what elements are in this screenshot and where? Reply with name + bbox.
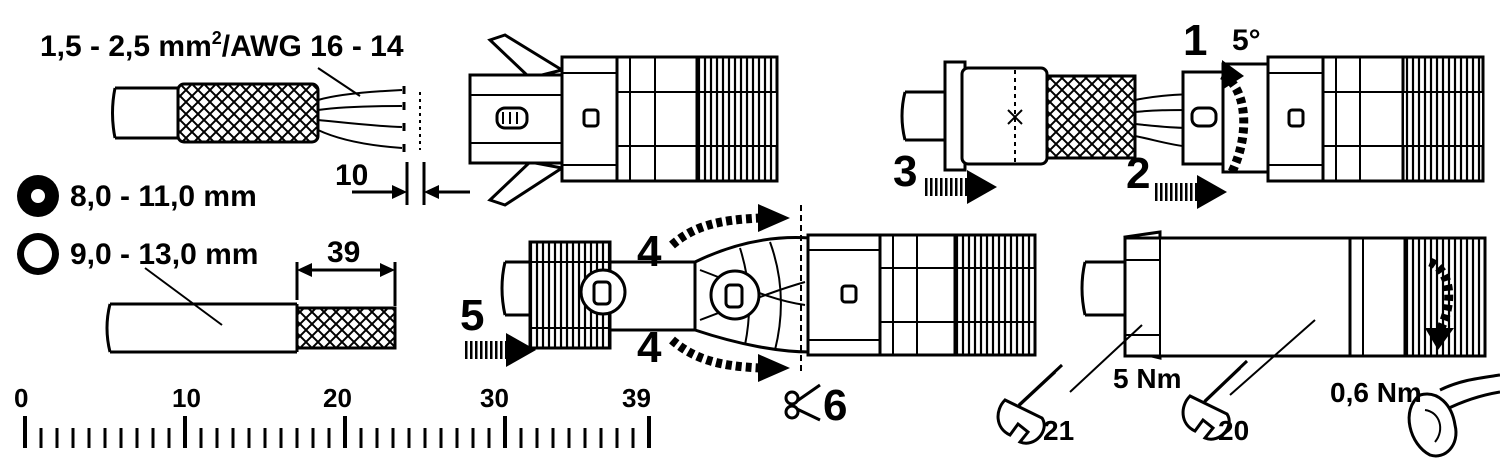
jacket-length-label: 39 [327, 236, 360, 269]
stripped-cable-illustration [111, 67, 421, 152]
wrench-21-icon [996, 363, 1064, 445]
wrench-21-label: 21 [1043, 415, 1074, 446]
seal-small-icon [17, 175, 59, 217]
step-4-bottom-label: 4 [637, 323, 662, 372]
step-2-label: 2 [1126, 149, 1150, 198]
tightening-illustration [1069, 230, 1487, 396]
ruler-label-0: 0 [14, 383, 28, 413]
step-4-top-label: 4 [637, 227, 662, 276]
step-1-label: 1 [1183, 16, 1207, 65]
insertion-step-illustration [900, 55, 1485, 209]
measurement-ruler [23, 416, 651, 448]
step-3-label: 3 [893, 147, 917, 196]
strip-length-label: 10 [335, 159, 368, 192]
torque-body-label: 5 Nm [1113, 363, 1181, 394]
seal-small-label: 8,0 - 11,0 mm [70, 180, 257, 213]
wrench-20-label: 20 [1218, 415, 1249, 446]
step-6-label: 6 [823, 381, 847, 430]
ruler-label-20: 20 [323, 383, 352, 413]
wire-spec-label: 1,5 - 2,5 mm2/AWG 16 - 14 [40, 28, 404, 63]
seal-large-label: 9,0 - 13,0 mm [70, 238, 258, 271]
ruler-label-39: 39 [622, 383, 651, 413]
ruler-label-10: 10 [172, 383, 201, 413]
torque-nut-label: 0,6 Nm [1330, 377, 1422, 408]
connector-parts-illustration [468, 33, 779, 207]
seal-large-icon [17, 233, 59, 275]
jacket-strip-illustration [105, 262, 397, 354]
torque-tool-icon [1407, 373, 1500, 458]
wrench-20-icon [1181, 359, 1249, 441]
step-5-label: 5 [460, 291, 484, 340]
strip-length-dimension [352, 162, 470, 205]
rotation-angle-label: 5° [1232, 24, 1261, 57]
assembly-step-illustration [464, 204, 1037, 422]
ruler-label-30: 30 [480, 383, 509, 413]
